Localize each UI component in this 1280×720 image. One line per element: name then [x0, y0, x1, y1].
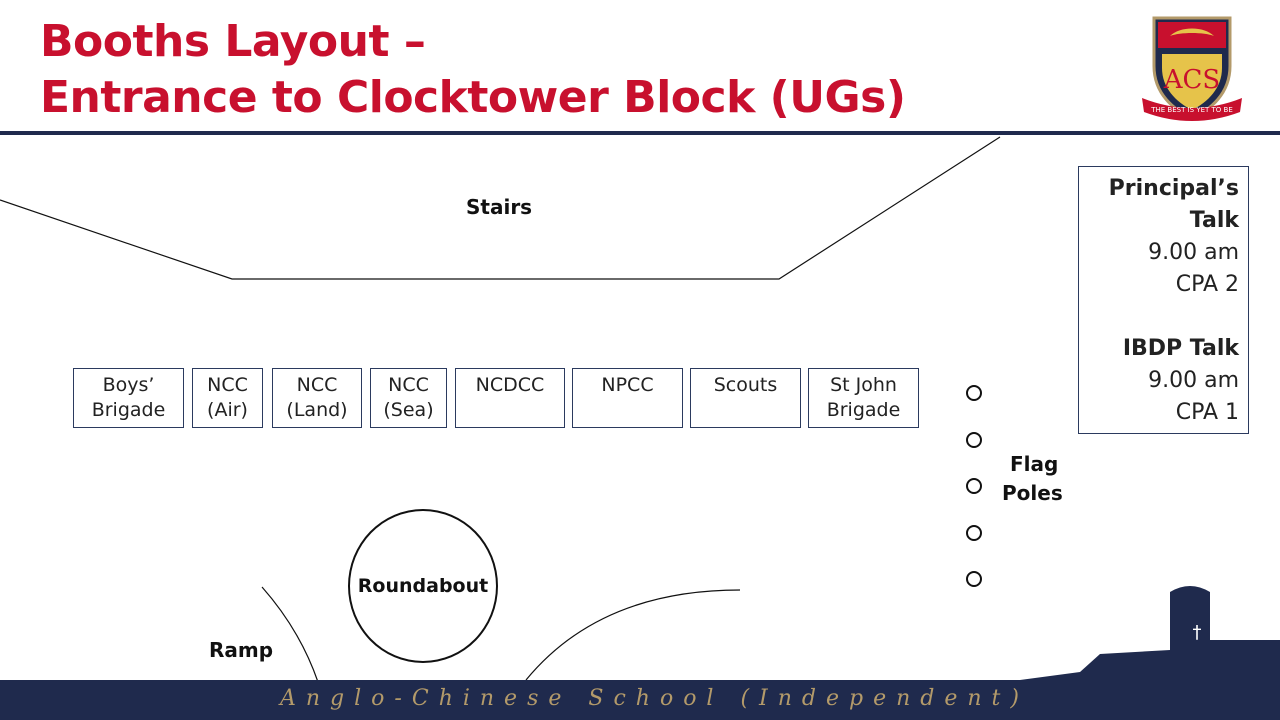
clocktower-silhouette: †: [1020, 586, 1280, 680]
flag-pole: [966, 385, 982, 401]
crest-monogram: ACS: [1163, 65, 1220, 95]
crest-motto: THE BEST IS YET TO BE: [1150, 106, 1233, 114]
roundabout-label: Roundabout: [357, 575, 489, 597]
booth-ncc-land: NCC(Land): [272, 368, 362, 428]
booth-ncdcc: NCDCC: [455, 368, 565, 428]
talks-info-box: Principal’s Talk 9.00 am CPA 2 IBDP Talk…: [1078, 166, 1249, 434]
ramp-label: Ramp: [209, 638, 274, 662]
flag-poles-label-line1: Flag: [1010, 452, 1059, 476]
flag-poles-label-line2: Poles: [1002, 481, 1063, 505]
footer-school-name: Anglo-Chinese School (Independent): [280, 686, 1029, 711]
talk-title: Principal’s: [1108, 176, 1239, 201]
title-line-2: Entrance to Clocktower Block (UGs): [40, 72, 906, 123]
header-rule: [0, 131, 1280, 135]
booth-ncc-sea: NCC(Sea): [370, 368, 447, 428]
footer-bar: [0, 680, 1280, 720]
stairs-label: Stairs: [466, 195, 533, 219]
talk-venue: CPA 1: [1175, 400, 1239, 425]
ramp-curve-left: [261, 586, 319, 683]
cross-icon: †: [1193, 622, 1202, 643]
booth-boys-brigade: Boys’Brigade: [73, 368, 184, 428]
title-line-1: Booths Layout –: [40, 16, 426, 67]
booth-npcc: NPCC: [572, 368, 683, 428]
flag-pole: [966, 525, 982, 541]
flag-pole: [966, 478, 982, 494]
talk-time: 9.00 am: [1148, 240, 1239, 265]
flag-pole: [966, 571, 982, 587]
flag-pole: [966, 432, 982, 448]
booth-ncc-air: NCC(Air): [192, 368, 263, 428]
talk-title: IBDP Talk: [1122, 336, 1239, 361]
talk-title: Talk: [1189, 208, 1239, 233]
school-crest-logo: ACS THE BEST IS YET TO BE: [1142, 16, 1242, 121]
talk-time: 9.00 am: [1148, 368, 1239, 393]
booth-scouts: Scouts: [690, 368, 801, 428]
roundabout: Roundabout: [348, 509, 498, 663]
slide-title: Booths Layout – Entrance to Clocktower B…: [40, 14, 906, 126]
talk-venue: CPA 2: [1175, 272, 1239, 297]
ramp-curve-right: [525, 589, 741, 681]
